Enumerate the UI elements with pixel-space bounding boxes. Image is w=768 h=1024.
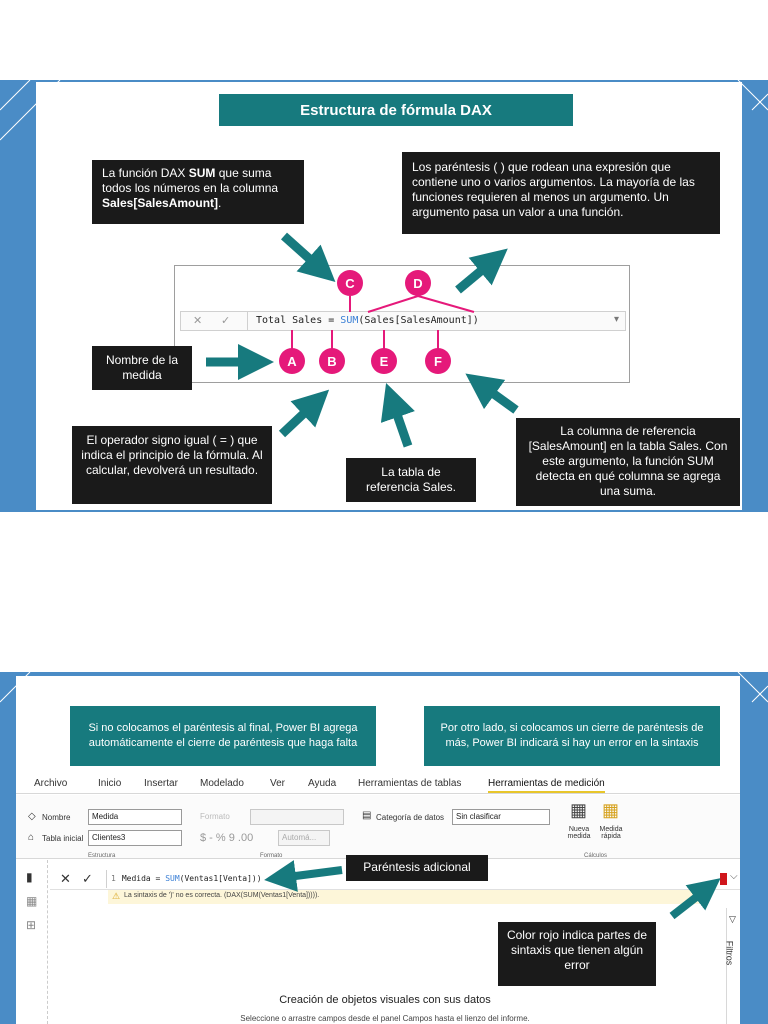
quick-measure-label: Medida rápida	[599, 826, 623, 840]
canvas-subtitle: Seleccione o arrastre campos desde el pa…	[240, 1014, 530, 1023]
auto-decimals-field[interactable]: Automá...	[278, 830, 330, 846]
slide2-arrows	[264, 860, 721, 920]
marker-d: D	[405, 270, 431, 296]
marker-e: E	[371, 348, 397, 374]
error-indicator-icon[interactable]	[720, 873, 727, 885]
callout-sum-function: La función DAX SUM que suma todos los nú…	[92, 160, 304, 224]
check-icon[interactable]: ✓	[82, 871, 93, 886]
home-table-label: Tabla inicial	[42, 834, 84, 843]
arrow-operator	[278, 389, 330, 438]
callout-parentheses: Los paréntesis ( ) que rodean una expres…	[402, 152, 720, 234]
quick-measure-button[interactable]: ▦ Medida rápida	[596, 800, 626, 846]
name-field[interactable]: Medida	[88, 809, 182, 825]
arrow-to-parens	[455, 248, 508, 294]
home-icon: ⌂	[28, 832, 35, 843]
arrow-to-extra-paren	[264, 860, 343, 892]
callout-extra-paren: Paréntesis adicional	[346, 855, 488, 881]
arrow-table	[380, 382, 415, 448]
new-measure-button[interactable]: ▦ Nueva medida	[564, 800, 594, 846]
note-extra-paren: Por otro lado, si colocamos un cierre de…	[424, 706, 720, 766]
arrow-to-error-indicator	[669, 878, 721, 920]
ribbon-body	[16, 795, 740, 859]
group-calc-label: Cálculos	[584, 853, 608, 859]
marker-f: F	[425, 348, 451, 374]
teal-arrows	[206, 232, 519, 448]
tab-inicio[interactable]: Inicio	[98, 778, 122, 789]
filters-pane[interactable]: ▽ Filtros	[724, 908, 740, 1024]
tab-ver[interactable]: Ver	[270, 778, 286, 789]
formula-text[interactable]: Total Sales = SUM(Sales[SalesAmount])	[247, 312, 607, 330]
warning-icon: ⚠	[112, 891, 121, 901]
formula-row: ✕ ✓ Total Sales = SUM(Sales[SalesAmount]…	[180, 311, 626, 331]
left-nav: ▮ ▦ ⊞	[16, 860, 48, 1024]
new-measure-label: Nueva medida	[567, 826, 591, 840]
arrow-to-c	[280, 232, 336, 283]
slide-powerbi-syntax: Si no colocamos el paréntesis al final, …	[0, 672, 768, 1024]
callout-equals-operator: El operador signo igual ( = ) que indica…	[72, 426, 272, 504]
syntax-error-text: La sintaxis de ')' no es correcta. (DAX(…	[124, 892, 320, 899]
tab-herramientas-tablas[interactable]: Herramientas de tablas	[358, 778, 462, 789]
tab-insertar[interactable]: Insertar	[144, 778, 178, 789]
tab-herramientas-medicion[interactable]: Herramientas de medición	[488, 778, 605, 793]
ribbon-tabs: Archivo Inicio Insertar Modelado Ver Ayu…	[16, 772, 740, 794]
category-icon: ▤	[362, 810, 372, 821]
callout-red-color: Color rojo indica partes de sintaxis que…	[498, 922, 656, 986]
format-symbols[interactable]: $ - % 9 .00	[200, 832, 254, 844]
chevron-down-icon[interactable]: ▾	[613, 314, 619, 325]
tab-archivo[interactable]: Archivo	[34, 778, 68, 789]
chevron-down-icon[interactable]: ⌵	[730, 871, 738, 882]
category-label: Categoría de datos	[376, 813, 445, 822]
marker-b: B	[319, 348, 345, 374]
report-view-icon[interactable]: ▮	[26, 870, 33, 884]
cancel-icon[interactable]: ✕	[60, 871, 71, 886]
format-select[interactable]	[250, 809, 344, 825]
home-table-select[interactable]: Clientes3	[88, 830, 182, 846]
format-label: Formato	[200, 812, 230, 821]
calculator-icon: ▦	[570, 800, 588, 820]
tab-ayuda[interactable]: Ayuda	[308, 778, 337, 789]
group-structure-label: Estructura	[88, 853, 116, 859]
callout-measure-name: Nombre de la medida	[92, 346, 192, 390]
callout-table-reference: La tabla de referencia Sales.	[346, 458, 476, 502]
data-view-icon[interactable]: ▦	[26, 894, 38, 908]
slide1-title: Estructura de fórmula DAX	[219, 94, 573, 126]
slide-dax-structure: Estructura de fórmula DAX La función DAX…	[0, 80, 768, 512]
name-label: Nombre	[42, 813, 71, 822]
model-view-icon[interactable]: ⊞	[26, 918, 37, 932]
group-format-label: Formato	[260, 853, 283, 859]
marker-connectors	[291, 295, 475, 350]
cancel-icon[interactable]: ✕	[193, 315, 203, 327]
marker-a: A	[279, 348, 305, 374]
marker-c: C	[337, 270, 363, 296]
category-select[interactable]: Sin clasificar	[452, 809, 550, 825]
filters-label: Filtros	[724, 940, 735, 966]
note-missing-paren: Si no colocamos el paréntesis al final, …	[70, 706, 376, 766]
callout-column-reference: La columna de referencia [SalesAmount] e…	[516, 418, 740, 506]
tab-modelado[interactable]: Modelado	[200, 778, 244, 789]
quick-calculator-icon: ▦	[602, 800, 620, 820]
canvas-title: Creación de objetos visuales con sus dat…	[279, 994, 491, 1006]
arrow-column	[465, 373, 519, 414]
syntax-error-bar: ⚠ La sintaxis de ')' no es correcta. (DA…	[108, 890, 702, 904]
check-icon[interactable]: ✓	[221, 315, 231, 327]
filter-icon: ▽	[729, 914, 736, 924]
tag-icon: ◇	[28, 811, 36, 822]
